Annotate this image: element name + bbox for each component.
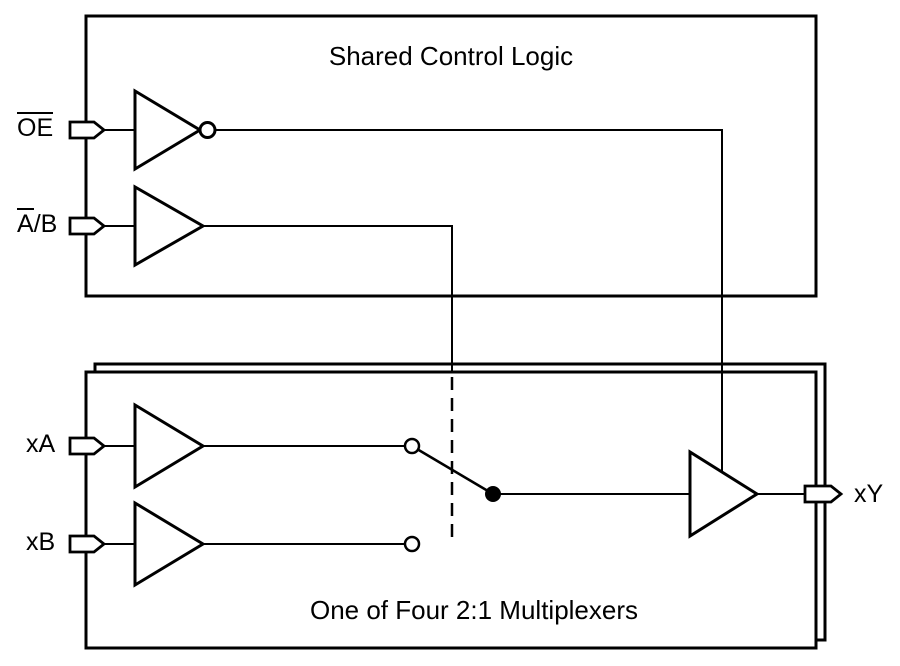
- xa-input-label: xA: [26, 430, 56, 458]
- oe-input-pin: [68, 120, 107, 140]
- ab-plain-text: /B: [33, 210, 58, 238]
- xa-buffer-gate: [133, 402, 206, 490]
- ab-select-wire: [203, 225, 453, 372]
- oe-inverter-bubble: [198, 121, 217, 139]
- switch-contact-a: [403, 437, 421, 455]
- control-block-title: Shared Control Logic: [328, 41, 574, 71]
- oe-enable-wire: [215, 129, 723, 478]
- output-tristate-buffer-gate: [688, 449, 760, 539]
- xb-input-label: xB: [26, 528, 56, 556]
- xb-buffer-gate: [133, 500, 206, 588]
- oe-overlined-text: OE: [17, 112, 54, 142]
- xy-output-label: xY: [854, 480, 884, 508]
- oe-input-label: OE: [17, 112, 54, 142]
- switch-arm: [416, 447, 494, 496]
- xa-input-pin: [68, 436, 107, 456]
- mux-block-title: One of Four 2:1 Multiplexers: [309, 595, 639, 625]
- ab-input-label: A/B: [17, 208, 57, 237]
- ab-overlined-text: A: [17, 208, 34, 238]
- xb-input-pin: [68, 534, 107, 554]
- switch-contact-b: [403, 535, 421, 553]
- ab-input-pin: [68, 216, 107, 236]
- oe-inverter-gate: [133, 88, 203, 172]
- ab-buffer-gate: [133, 184, 207, 268]
- switch-pole-dot: [485, 486, 501, 502]
- xy-output-pin: [803, 484, 844, 504]
